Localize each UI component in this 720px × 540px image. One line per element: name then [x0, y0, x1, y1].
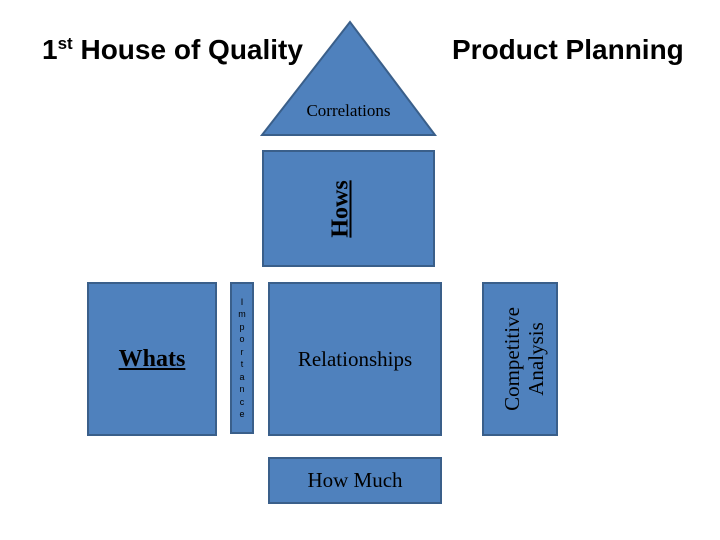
competitive-line-2: Analysis [524, 322, 548, 396]
importance-letter: a [239, 371, 245, 382]
how-much-label: How Much [307, 468, 403, 492]
importance-letter: p [239, 321, 245, 332]
importance-letter: m [238, 309, 246, 319]
correlations-label: Correlations [306, 101, 391, 120]
product-planning-title: Product Planning [452, 34, 684, 65]
importance-letter: c [239, 396, 245, 407]
title-suffix: st [57, 34, 73, 53]
importance-letter: n [239, 384, 245, 394]
importance-letter: t [240, 359, 244, 369]
how-much-box: How Much [268, 457, 442, 504]
roof-triangle [259, 20, 438, 136]
house-of-quality-title: 1st House of Quality [42, 34, 303, 65]
relationships-box: Relationships [268, 282, 442, 436]
hows-label: Hows [327, 179, 353, 238]
title-main: House of Quality [80, 34, 303, 65]
competitive-line-1: Competitive [500, 307, 524, 411]
importance-letter: o [239, 334, 245, 344]
competitive-analysis-label: Competitive Analysis [500, 307, 548, 411]
importance-letter: r [240, 346, 244, 357]
whats-label: Whats [118, 345, 186, 372]
hows-box: Hows [262, 150, 435, 267]
title-prefix: 1 [42, 34, 58, 65]
importance-letter: I [240, 296, 244, 307]
competitive-analysis-box: Competitive Analysis [482, 282, 558, 436]
whats-box: Whats [87, 282, 217, 436]
importance-letter: e [239, 409, 245, 419]
relationships-label: Relationships [297, 346, 413, 371]
